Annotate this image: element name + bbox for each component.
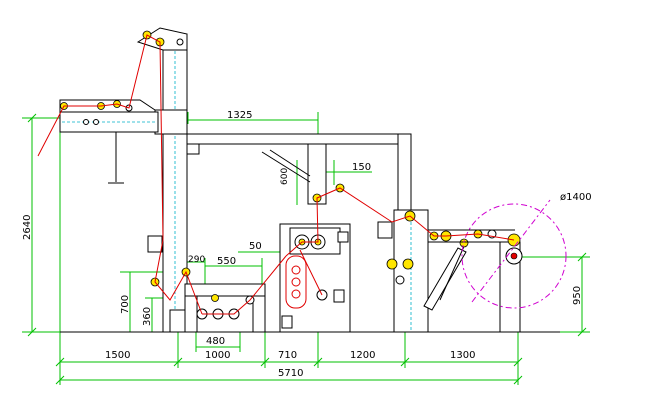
dim-150: 150 [352, 162, 371, 173]
dim-5710: 5710 [278, 368, 303, 379]
fabric-path [37, 34, 515, 315]
dim-1300: 1300 [450, 350, 475, 361]
left-tower [59, 27, 191, 333]
dim-550: 550 [217, 256, 236, 267]
center-unit [279, 223, 351, 333]
dim-2640: 2640 [22, 215, 33, 240]
dim-710: 710 [278, 350, 297, 361]
dim-360: 360 [142, 307, 153, 326]
dim-1500: 1500 [105, 350, 130, 361]
right-unit [377, 199, 567, 333]
dim-1000: 1000 [205, 350, 230, 361]
dim-700: 700 [120, 295, 131, 314]
lower-feed-unit [184, 283, 266, 333]
dim-1200: 1200 [350, 350, 375, 361]
dim-600: 600 [280, 168, 290, 185]
dim-50: 50 [249, 241, 262, 252]
dim-290: 290 [188, 255, 205, 265]
dim-950: 950 [572, 286, 583, 305]
dim-480: 480 [206, 336, 225, 347]
dim-1325: 1325 [227, 110, 252, 121]
dimension-labels: 1325 150 600 50 550 290 480 2640 700 360… [22, 110, 592, 379]
dim-diameter-1400: ø1400 [560, 192, 592, 203]
top-frame [186, 133, 412, 211]
